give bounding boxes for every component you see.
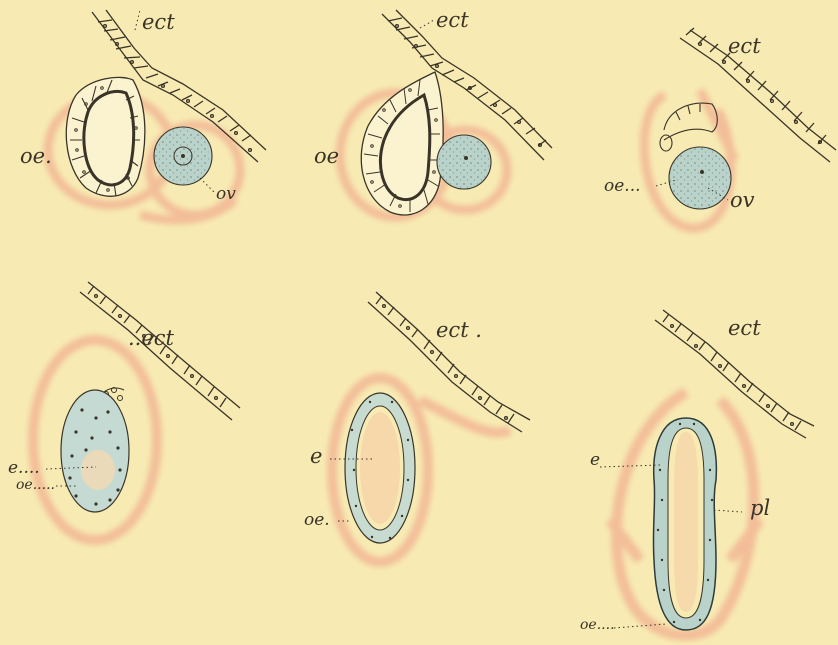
elongated-egg	[653, 418, 716, 630]
label-e-fig4: e....	[8, 460, 40, 477]
figure-2	[340, 10, 552, 217]
ovum	[437, 135, 491, 189]
figure-5	[332, 292, 530, 562]
ovum	[153, 127, 212, 185]
egg-oval	[61, 390, 129, 512]
label-oe-fig4: oe.....	[16, 478, 55, 492]
label-ect-fig2: ect	[436, 10, 469, 31]
figure-6	[610, 310, 814, 635]
label-ect-fig3: ect	[728, 36, 761, 57]
label-oe-fig2: oe	[314, 146, 339, 167]
label-ect-fig4: ..ect	[128, 328, 174, 349]
label-ect-fig1: ect	[142, 12, 175, 33]
label-e-fig5: e	[310, 446, 322, 467]
figure-4	[33, 282, 240, 540]
oesophageal-vesicle	[66, 77, 145, 196]
label-ov-fig3: ov	[730, 190, 755, 211]
label-ov-fig1: ov	[216, 186, 236, 203]
label-ect-fig5: ect .	[436, 320, 482, 341]
ovum	[669, 147, 731, 209]
label-oe-fig1: oe.	[20, 146, 52, 167]
label-e-fig6: e	[590, 452, 600, 469]
egg-oval	[345, 393, 415, 543]
label-ect-fig6: ect	[728, 318, 761, 339]
label-oe-fig6: oe....	[580, 618, 615, 632]
label-oe-fig5: oe.	[304, 512, 330, 529]
label-oe-fig3: oe...	[604, 178, 641, 195]
label-pl-fig6: pl	[750, 498, 770, 519]
